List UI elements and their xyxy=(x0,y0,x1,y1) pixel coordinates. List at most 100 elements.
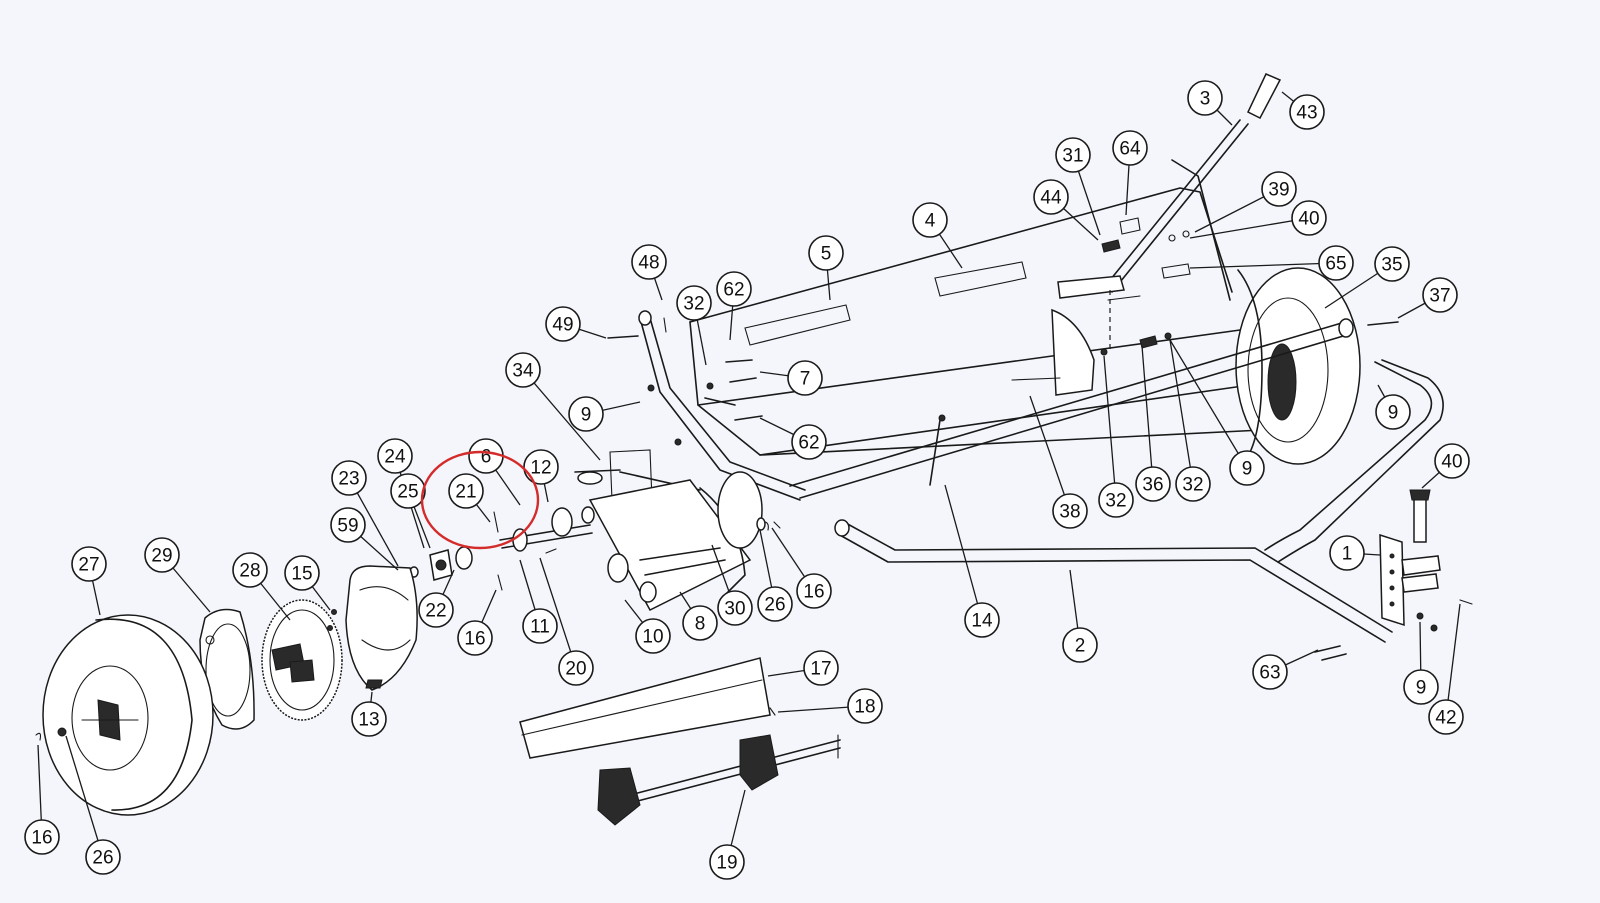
callout-circle xyxy=(912,202,948,238)
callout-c3: 3 xyxy=(1187,80,1223,116)
callout-c43: 43 xyxy=(1289,94,1325,130)
callout-circle xyxy=(682,605,718,641)
callout-number: 16 xyxy=(464,629,485,650)
callout-c19: 19 xyxy=(709,844,745,880)
callout-number: 65 xyxy=(1325,254,1346,275)
left-wheel xyxy=(35,614,214,816)
callout-c30: 30 xyxy=(717,590,753,626)
callout-circle xyxy=(791,424,827,460)
callout-c32c: 32 xyxy=(1175,466,1211,502)
callout-circle xyxy=(1261,171,1297,207)
callout-circle xyxy=(803,650,839,686)
small-hardware xyxy=(327,217,1473,661)
callout-c6: 6 xyxy=(468,438,504,474)
callout-number: 9 xyxy=(1416,678,1427,699)
callout-number: 9 xyxy=(581,405,592,426)
callout-number: 16 xyxy=(803,582,824,603)
callout-c17: 17 xyxy=(803,650,839,686)
callout-circle xyxy=(1112,130,1148,166)
callout-c34: 34 xyxy=(505,352,541,388)
callout-circle xyxy=(523,449,559,485)
callout-circle xyxy=(330,507,366,543)
callout-number: 63 xyxy=(1259,663,1280,684)
callout-circle xyxy=(1289,94,1325,130)
leader-line-c38 xyxy=(1029,395,1071,512)
callout-circle xyxy=(24,819,60,855)
left-side-frame xyxy=(574,310,806,611)
callout-c16c: 16 xyxy=(24,819,60,855)
callout-c42: 42 xyxy=(1428,699,1464,735)
callout-number: 27 xyxy=(78,555,99,576)
callout-number: 9 xyxy=(1242,459,1253,480)
callout-c32a: 32 xyxy=(676,285,712,321)
callout-c9c: 9 xyxy=(1229,450,1265,486)
callout-circle xyxy=(964,602,1000,638)
callout-number: 21 xyxy=(455,482,476,503)
callout-c10: 10 xyxy=(635,618,671,654)
right-wheel xyxy=(1235,267,1361,465)
callout-number: 25 xyxy=(397,482,418,503)
callout-c9b: 9 xyxy=(1375,394,1411,430)
callout-number: 1 xyxy=(1342,544,1353,565)
callout-number: 28 xyxy=(239,561,260,582)
leader-line-c20 xyxy=(539,557,577,669)
callout-number: 59 xyxy=(337,516,358,537)
callout-number: 17 xyxy=(810,659,831,680)
callout-c28: 28 xyxy=(232,552,268,588)
callout-circle xyxy=(85,839,121,875)
callout-c48: 48 xyxy=(631,244,667,280)
callout-number: 2 xyxy=(1075,636,1086,657)
callout-c9d: 9 xyxy=(1403,669,1439,705)
callout-circle xyxy=(676,285,712,321)
callout-circle xyxy=(1375,394,1411,430)
callout-circle xyxy=(331,460,367,496)
callout-c44: 44 xyxy=(1033,179,1069,215)
callout-circle xyxy=(1291,200,1327,236)
callout-circle xyxy=(631,244,667,280)
callout-number: 34 xyxy=(512,361,534,382)
spreader-line-art xyxy=(35,73,1473,826)
callout-number: 18 xyxy=(854,697,875,718)
leader-line-c9c xyxy=(1169,339,1248,469)
callout-number: 37 xyxy=(1429,286,1450,307)
callout-circle xyxy=(418,592,454,628)
callout-circle xyxy=(1229,450,1265,486)
callout-number: 26 xyxy=(92,848,113,869)
callout-c13: 13 xyxy=(351,701,387,737)
callout-circle xyxy=(144,537,180,573)
callout-c64: 64 xyxy=(1112,130,1148,166)
callout-c2: 2 xyxy=(1062,627,1098,663)
leader-line-c36 xyxy=(1141,345,1154,485)
callout-c63: 63 xyxy=(1252,654,1288,690)
callout-circle xyxy=(847,688,883,724)
callout-c18: 18 xyxy=(847,688,883,724)
callout-number: 39 xyxy=(1268,180,1289,201)
left-axle-hardware xyxy=(398,506,595,591)
leader-line-c42 xyxy=(1445,603,1461,718)
callout-c62b: 62 xyxy=(791,424,827,460)
callout-number: 22 xyxy=(425,601,446,622)
callout-number: 7 xyxy=(800,369,811,390)
callout-c26b: 26 xyxy=(85,839,121,875)
callout-circle xyxy=(1135,466,1171,502)
callout-circle xyxy=(635,618,671,654)
callout-c29: 29 xyxy=(144,537,180,573)
callout-circle xyxy=(1434,443,1470,479)
callout-c40a: 40 xyxy=(1291,200,1327,236)
callout-c15: 15 xyxy=(284,555,320,591)
callout-circle xyxy=(284,555,320,591)
callout-number: 44 xyxy=(1040,188,1062,209)
callout-c37: 37 xyxy=(1422,277,1458,313)
hub-cover xyxy=(199,608,255,730)
callout-circle xyxy=(1055,137,1091,173)
callout-circle xyxy=(71,546,107,582)
callout-c11: 11 xyxy=(522,608,558,644)
callout-c62a: 62 xyxy=(716,271,752,307)
callout-number: 14 xyxy=(971,611,993,632)
callout-circle xyxy=(1428,699,1464,735)
callout-number: 31 xyxy=(1062,146,1083,167)
callout-c36: 36 xyxy=(1135,466,1171,502)
callout-circle xyxy=(558,650,594,686)
callout-c25: 25 xyxy=(390,473,426,509)
